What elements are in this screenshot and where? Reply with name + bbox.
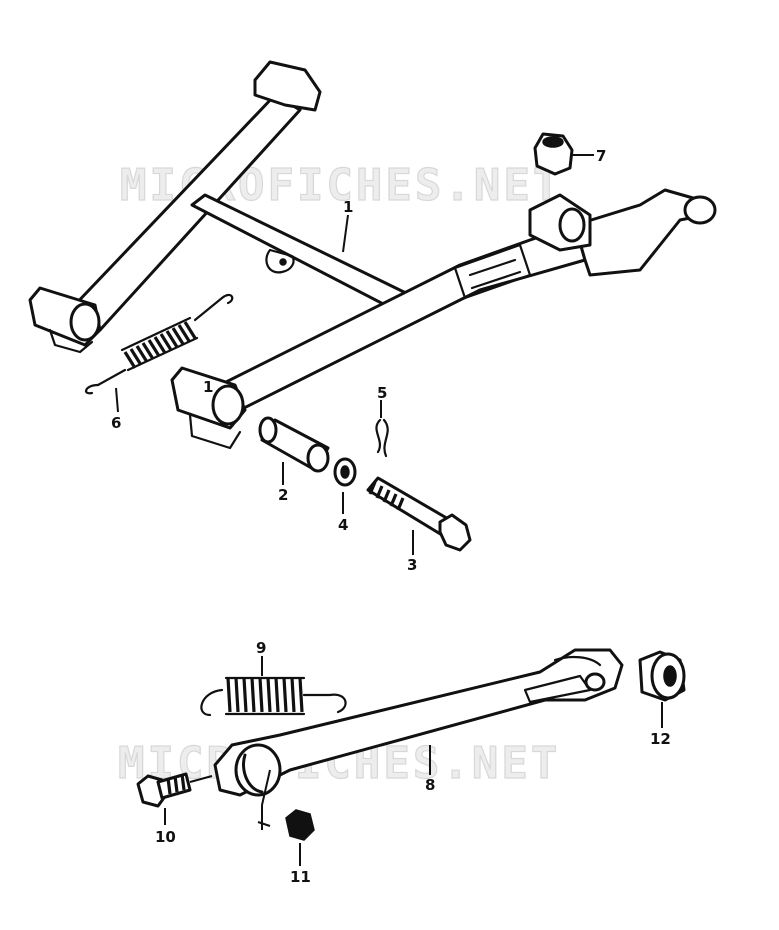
side-stand-bolt-part-10 [136,772,213,825]
callout-6: 6 [111,414,121,432]
callout-1-frame: 1 [343,198,353,216]
center-stand-part-1 [28,60,717,450]
callout-8: 8 [425,776,435,794]
side-stand-part-8 [213,648,624,830]
washer-part-4 [333,457,357,514]
callout-1-boss: 1 [203,378,213,396]
callout-2: 2 [278,486,288,504]
callout-11: 11 [290,868,311,886]
callout-9: 9 [256,639,266,657]
side-stand-spring-part-9 [200,656,347,717]
pivot-bolt-part-3 [366,476,472,555]
callout-4: 4 [338,516,348,534]
cotter-pin-part-5 [375,400,389,458]
callout-12: 12 [650,730,671,748]
callout-7: 7 [596,147,606,165]
rubber-stopper-part-7 [533,132,594,176]
nut-part-11 [285,809,315,866]
callout-3: 3 [407,556,417,574]
stand-rubber-part-12 [638,650,686,728]
stand-spring-part-6 [84,293,234,413]
callout-5: 5 [377,384,387,402]
pivot-collar-part-2 [258,416,330,485]
callout-10: 10 [155,828,176,846]
